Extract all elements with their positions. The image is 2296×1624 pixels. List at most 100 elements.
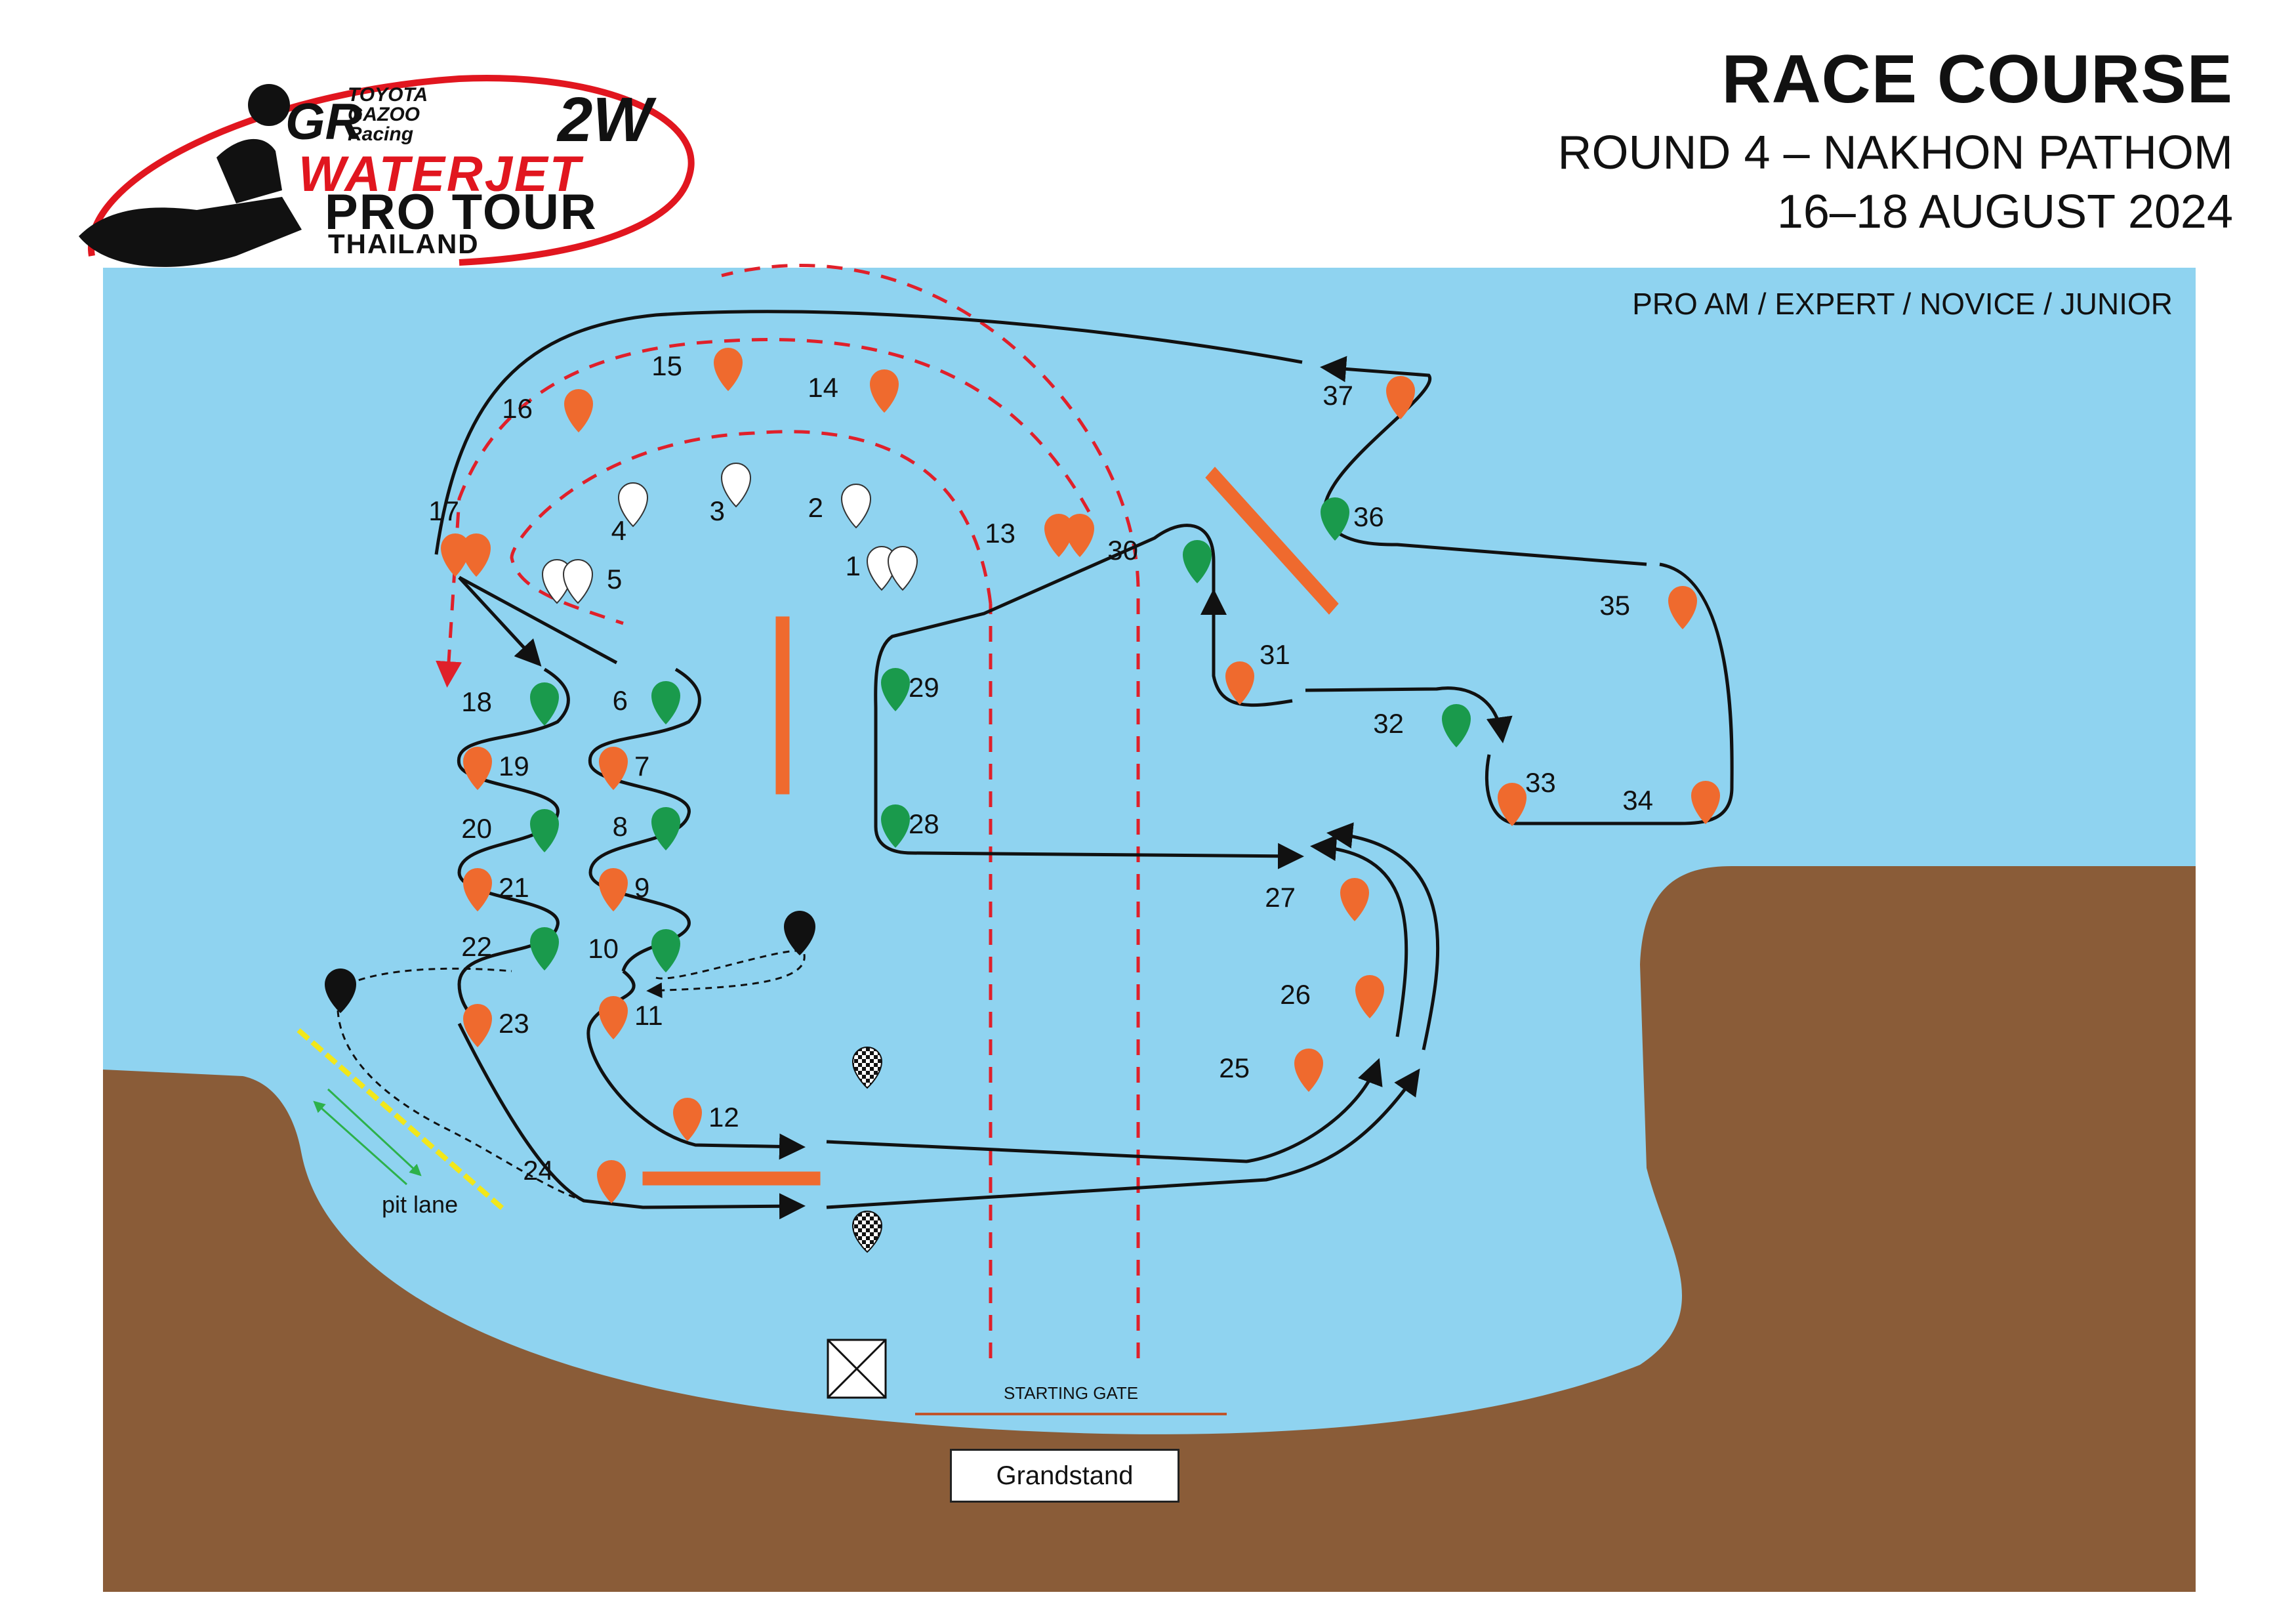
buoy-orange-icon [463, 747, 492, 790]
buoy-number-label: 26 [1280, 979, 1311, 1010]
buoy-number-label: 22 [461, 931, 492, 962]
buoy-number-label: 12 [708, 1102, 739, 1133]
buoy-markers: 1234567891011121314151617181920212223242… [428, 348, 1720, 1203]
buoy-green-icon [881, 668, 910, 711]
buoy-number-label: 28 [909, 808, 939, 839]
pit-lane-line [297, 1028, 507, 1213]
start-lane-lines [436, 263, 1140, 1358]
buoy-number-label: 17 [428, 495, 459, 526]
course-path [434, 310, 1734, 1220]
buoy-number-label: 8 [613, 811, 628, 842]
round-subtitle: ROUND 4 – NAKHON PATHOM [1557, 127, 2233, 179]
sponsor-line-1: TOYOTA [348, 84, 428, 106]
buoy-number-label: 24 [523, 1155, 554, 1186]
buoy-number-label: 4 [611, 515, 626, 546]
buoy-orange-icon [673, 1098, 702, 1141]
buoy-green-icon [881, 804, 910, 848]
checkered-flag-icon [851, 1211, 883, 1253]
starting-gate-label: STARTING GATE [1004, 1383, 1138, 1403]
buoy-number-label: 11 [634, 1000, 663, 1031]
buoy-orange-icon [714, 348, 743, 391]
buoy-number-label: 5 [607, 564, 622, 594]
gr-mark: GR [285, 93, 362, 150]
buoy-number-label: 30 [1107, 535, 1138, 566]
buoy-orange-icon [599, 996, 628, 1039]
buoy-number-label: 25 [1219, 1052, 1250, 1083]
buoy-green-icon [651, 807, 680, 850]
pit-lane-arrow-down [327, 1088, 422, 1176]
buoy-green-icon [1442, 704, 1471, 747]
buoy-number-label: 7 [634, 751, 649, 781]
buoy-orange-icon [462, 533, 491, 577]
buoy-orange-icon [1386, 376, 1415, 419]
buoy-number-label: 29 [909, 672, 939, 703]
logo-line-2: PRO TOUR [325, 184, 598, 240]
buoy-green-icon [651, 929, 680, 972]
buoy-number-label: 3 [710, 495, 725, 526]
buoy-orange-icon [1225, 661, 1254, 705]
buoy-white-icon [617, 482, 649, 528]
checkered-flag-icon [851, 1047, 883, 1089]
buoy-number-label: 2 [808, 492, 823, 523]
buoy-number-label: 34 [1622, 785, 1653, 816]
buoy-number-label: 27 [1265, 882, 1296, 913]
buoy-number-label: 32 [1373, 708, 1404, 739]
buoy-orange-icon [1498, 783, 1527, 826]
buoy-number-label: 15 [651, 350, 682, 381]
buoy-number-label: 18 [461, 686, 492, 717]
sponsor-line-3: Racing [348, 123, 414, 145]
pit-lane-label: pit lane [382, 1191, 458, 1218]
waterjet-pro-tour-logo: GR TOYOTA GAZOO Racing 2W WATERJET PRO T… [66, 59, 708, 282]
buoy-green-icon [1183, 540, 1212, 583]
buoy-green-icon [530, 682, 559, 726]
barriers [642, 467, 1339, 1186]
marshal-box-icon [827, 1339, 887, 1399]
buoy-white-icon [562, 559, 594, 604]
buoy-white-icon [887, 546, 918, 591]
sponsor-name: TOYOTA GAZOO Racing [348, 85, 428, 144]
buoy-orange-icon [1355, 975, 1384, 1018]
buoy-white-icon [840, 484, 872, 529]
race-classes: PRO AM / EXPERT / NOVICE / JUNIOR [1632, 287, 2173, 321]
partner-mark: 2W [558, 85, 652, 155]
buoy-number-label: 19 [499, 751, 529, 781]
buoy-green-icon [530, 809, 559, 852]
buoy-white-icon [720, 463, 752, 508]
buoy-number-label: 6 [613, 685, 628, 716]
grandstand-label: Grandstand [950, 1449, 1179, 1503]
buoy-number-label: 37 [1322, 380, 1353, 411]
buoy-number-label: 36 [1353, 501, 1384, 532]
buoy-number-label: 33 [1525, 767, 1556, 798]
pit-routes [337, 949, 806, 1202]
buoy-orange-icon [1340, 878, 1369, 921]
buoy-number-label: 1 [846, 551, 861, 581]
buoy-orange-icon [599, 747, 628, 790]
pit-lane-arrow-up [313, 1100, 407, 1186]
buoy-number-label: 31 [1260, 639, 1290, 670]
page-title: RACE COURSE [1721, 41, 2233, 117]
buoy-number-label: 14 [808, 372, 838, 403]
buoy-number-label: 35 [1599, 590, 1630, 621]
logo-line-3: THAILAND [328, 228, 480, 259]
buoy-number-label: 16 [502, 393, 533, 424]
buoy-orange-icon [1691, 781, 1720, 824]
buoy-green-icon [651, 681, 680, 724]
event-dates: 16–18 AUGUST 2024 [1776, 186, 2233, 238]
buoy-orange-icon [1065, 514, 1094, 557]
buoy-orange-icon [1668, 586, 1697, 629]
buoy-number-label: 9 [634, 872, 649, 903]
sponsor-line-2: GAZOO [348, 104, 420, 125]
logo-line-1: WATERJET [298, 146, 583, 202]
buoy-number-label: 23 [499, 1008, 529, 1039]
buoy-number-label: 20 [461, 813, 492, 844]
buoy-orange-icon [463, 1004, 492, 1047]
buoy-orange-icon [870, 369, 899, 413]
buoy-orange-icon [1294, 1049, 1323, 1092]
buoy-number-label: 10 [588, 933, 619, 964]
buoy-green-icon [530, 927, 559, 970]
buoy-orange-icon [564, 389, 593, 432]
black-buoy-icon [325, 968, 356, 1013]
buoy-number-label: 21 [499, 872, 529, 903]
buoy-orange-icon [597, 1160, 626, 1203]
buoy-orange-icon [463, 868, 492, 911]
